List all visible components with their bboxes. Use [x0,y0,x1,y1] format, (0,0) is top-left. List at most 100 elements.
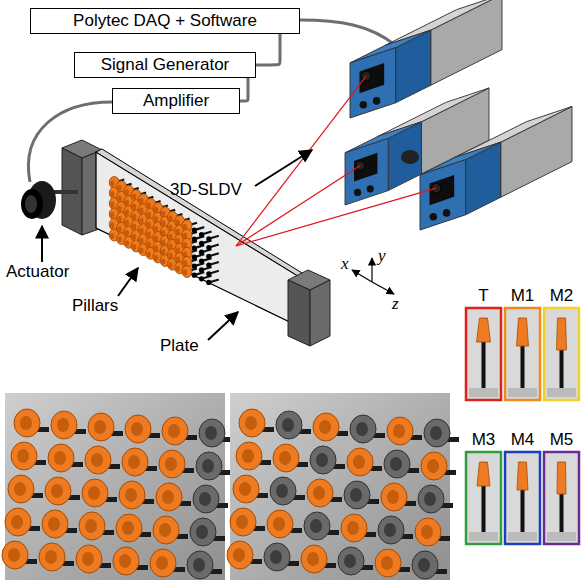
pillar-tip [192,273,197,278]
pillar-mass [125,189,129,195]
axis-arrow [352,270,372,282]
pillar-tip [199,276,204,281]
pillar-mass [132,244,136,250]
pillar-tip [199,232,204,237]
pillar-mass [125,220,129,226]
pillar-mass [154,245,158,251]
pillar-mass [117,185,121,191]
pillar-tip [206,254,211,259]
axis-label: y [378,246,386,266]
pillar-mass [161,220,165,226]
pillar-thumbnail [466,308,501,400]
case-label: M5 [550,430,574,450]
laser-beam [236,165,360,246]
pillar-tip [199,258,204,263]
laser-beam [236,188,436,246]
pillar-mass [117,237,121,243]
pillar-tip [206,280,211,285]
instrument-box: Amplifier [112,88,240,114]
pillar-mass [161,239,165,245]
pillar-tip [206,262,211,267]
pillar-mass [117,226,121,232]
mount-bar [401,150,419,164]
leader-arrow [208,312,238,340]
device-label: 3D-SLDV [170,180,242,200]
leader-arrow [255,150,312,186]
leader-arrow [41,226,43,262]
pillar-mass [154,255,158,261]
pillar-mass [132,193,136,199]
support-block [288,280,310,346]
pillar-mass [132,224,136,230]
cable [256,34,280,65]
pillar-tip [206,245,211,250]
pillar-mass [183,269,187,275]
box-label: Polytec DAQ + Software [31,9,299,33]
part-label: Pillars [72,296,118,316]
pillar-mass [139,218,143,224]
pillar-mass [146,251,150,257]
part-label: Plate [160,336,199,356]
pillar-mass [154,216,158,222]
case-label: M1 [511,286,535,306]
pillar-mass [117,195,121,201]
support-block [310,280,330,346]
axis-arrow [371,258,372,282]
pillar-mass [110,212,114,218]
instrument-box: Polytec DAQ + Software [30,8,300,34]
plate [96,149,302,276]
pillar-thumbnail [505,308,540,400]
pillar-mass [161,249,165,255]
pillar-mass [125,230,129,236]
axis-arrow [372,282,394,294]
pillar-mass [146,222,150,228]
pillar-mass [110,191,114,197]
pillar-mass [125,210,129,216]
pillar-mass [139,248,143,254]
pillar-tip [199,241,204,246]
pillar-tip [206,236,211,241]
pillar-mass [117,216,121,222]
pillar-mass [132,204,136,210]
pillar-mass [117,206,121,212]
pillar-thumbnail [505,452,540,544]
pillar-mass [139,208,143,214]
pillar-mass [161,211,165,217]
pillar-mass [146,212,150,218]
pillar-mass [139,238,143,244]
case-label: M4 [511,430,535,450]
pillar-mass [161,230,165,236]
pillar-mass [146,202,150,208]
pillar-mass [110,180,114,186]
pillar-mass [125,199,129,205]
pillar-mass [176,266,180,272]
pillar-mass [139,198,143,204]
pillar-mass [132,214,136,220]
axis-label: z [392,294,399,314]
box-label: Amplifier [113,89,239,113]
pillar-tip [192,246,197,251]
pillar-mass [125,240,129,246]
box-label: Signal Generator [75,53,255,77]
instrument-box: Signal Generator [74,52,256,78]
photo [2,393,234,580]
pillar-mass [110,222,114,228]
pillar-mass [154,236,158,242]
pillar-mass [146,232,150,238]
pillar-mass [110,201,114,207]
cable [300,20,395,45]
pillar-thumbnail [544,452,579,544]
pillar-mass [161,259,165,265]
pillar-mass [132,234,136,240]
pillar-tip [199,267,204,272]
axis-label: x [341,254,349,274]
sldv-head [420,106,572,230]
pillar-mass [154,226,158,232]
pillar-mass [139,228,143,234]
case-label: T [478,286,488,306]
pillar-tip [192,255,197,260]
sldv-head [350,0,502,118]
pillar-mass [154,206,158,212]
pillar-tip [206,271,211,276]
